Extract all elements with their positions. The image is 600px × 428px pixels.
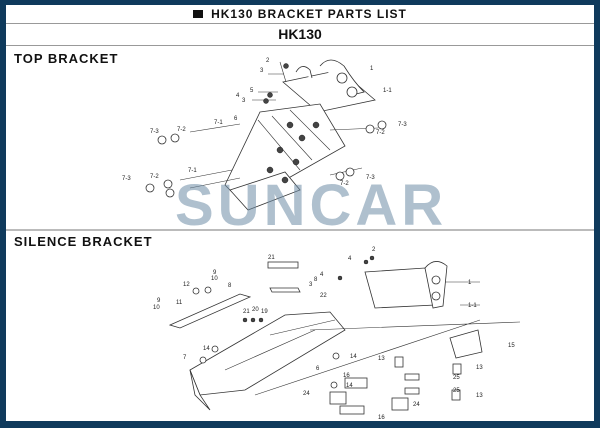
callout: 7-3	[366, 175, 375, 181]
bracket-diagram: 2 3 1 1-1 5 4 3 6 7-1 7-3 7-2 7-3 7-2 7-…	[122, 58, 521, 421]
callout: 8	[314, 277, 318, 283]
sheet-title-row: HK130 BRACKET PARTS LIST	[6, 5, 594, 24]
callout: 5	[250, 88, 254, 94]
callout: 13	[378, 356, 385, 362]
callout: 12	[183, 282, 190, 288]
callout: 7-1	[188, 168, 197, 174]
callout: 16	[343, 373, 350, 379]
sheet-title: HK130 BRACKET PARTS LIST	[211, 7, 407, 21]
callout: 1	[370, 66, 374, 72]
callout: 14	[350, 354, 357, 360]
callout: 7-2	[177, 127, 186, 133]
callout: 7-3	[398, 122, 407, 128]
callout: 11	[176, 300, 183, 306]
callout: 2	[372, 247, 376, 253]
callout: 4	[236, 93, 240, 99]
callout: 7	[183, 355, 187, 361]
callout: 10	[153, 305, 160, 311]
silence-callouts: 2 4 21 1 1-1 4 8 3 22 9 10 12 8 9 10 11 …	[153, 247, 515, 421]
top-callouts: 2 3 1 1-1 5 4 3 6 7-1 7-3 7-2 7-3 7-2 7-…	[122, 58, 407, 187]
section-title-silence-bracket: SILENCE BRACKET	[14, 234, 153, 249]
callout: 10	[211, 276, 218, 282]
callout: 7-2	[150, 174, 159, 180]
callout: 19	[261, 309, 268, 315]
callout: 15	[508, 343, 515, 349]
callout: 1-1	[383, 88, 392, 94]
callout: 9	[213, 270, 217, 276]
callout: 22	[320, 293, 327, 299]
callout: 7-3	[150, 129, 159, 135]
callout: 24	[413, 402, 420, 408]
callout: 1-1	[468, 303, 477, 309]
parts-sheet: HK130 BRACKET PARTS LIST HK130 TOP BRACK…	[6, 5, 594, 421]
callout: 2	[266, 58, 270, 64]
callout: 7-2	[340, 181, 349, 187]
callout: 7-2	[376, 130, 385, 136]
callout: 3	[242, 98, 246, 104]
callout: 8	[228, 283, 232, 289]
callout: 6	[234, 116, 238, 122]
bullet-square-icon	[193, 10, 204, 18]
suncar-watermark: SUNCAR	[175, 173, 448, 238]
callout: 24	[303, 391, 310, 397]
silence-bracket-drawing: 2 4 21 1 1-1 4 8 3 22 9 10 12 8 9 10 11 …	[153, 247, 521, 421]
section-divider	[6, 229, 594, 231]
callout: 16	[378, 415, 385, 421]
callout: 21	[243, 309, 250, 315]
callout: 21	[268, 255, 275, 261]
callout: 6	[316, 366, 320, 372]
model-name: HK130	[6, 24, 594, 46]
callout: 20	[252, 307, 259, 313]
callout: 25	[453, 375, 460, 381]
callout: 13	[476, 365, 483, 371]
callout: 3	[260, 68, 264, 74]
callout: 7-1	[214, 120, 223, 126]
callout: 4	[320, 272, 324, 278]
callout: 13	[476, 393, 483, 399]
callout: 14	[203, 346, 210, 352]
callout: 7-3	[122, 176, 131, 182]
section-title-top-bracket: TOP BRACKET	[14, 51, 119, 66]
callout: 3	[309, 282, 313, 288]
callout: 25	[453, 388, 460, 394]
callout: 4	[348, 256, 352, 262]
top-bracket-drawing: 2 3 1 1-1 5 4 3 6 7-1 7-3 7-2 7-3 7-2 7-…	[122, 58, 407, 211]
callout: 14	[346, 383, 353, 389]
callout: 9	[157, 298, 161, 304]
callout: 1	[468, 280, 472, 286]
